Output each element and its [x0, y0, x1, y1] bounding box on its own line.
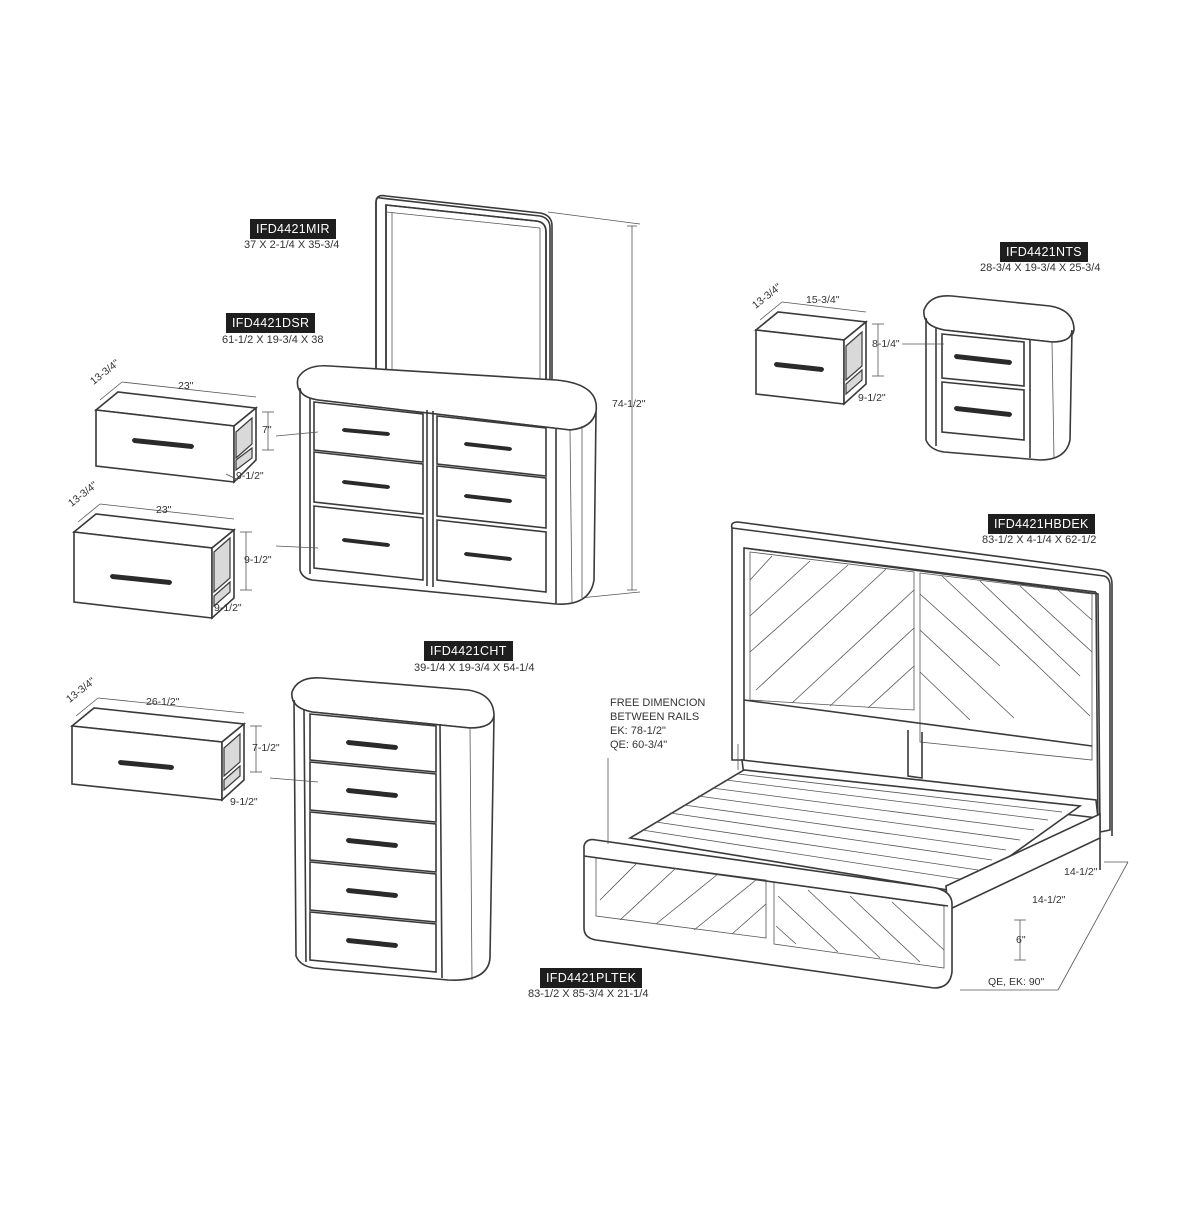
platform-size-label: 83-1/2 X 85-3/4 X 21-1/4 [528, 988, 649, 1000]
overall-height-label: 74-1/2" [612, 398, 646, 410]
dresser-small-drawer-height: 7" [262, 424, 272, 436]
dresser-large-drawer-height: 9-1/2" [244, 554, 272, 566]
bed-clearance: 6" [1016, 934, 1026, 946]
dresser-large-drawer-inner: 9-1/2" [214, 602, 242, 614]
chest-drawer-width: 26-1/2" [146, 696, 180, 708]
mirror-size-label: 37 X 2-1/4 X 35-3/4 [244, 239, 340, 251]
dresser-small-drawer-inner: 9-1/2" [236, 470, 264, 482]
chest-drawer-height: 7-1/2" [252, 742, 280, 754]
nightstand-code-label: IFD4421NTS [1000, 242, 1088, 262]
nightstand-drawer-width: 15-3/4" [806, 294, 840, 306]
dresser-code-label: IFD4421DSR [226, 313, 316, 333]
dresser-large-drawer-width: 23" [156, 504, 172, 516]
chest-drawer-drawing [70, 697, 262, 802]
bed-note-line: EK: 78-1/2" [610, 725, 666, 737]
bed-drawing [583, 521, 1129, 991]
dresser-small-drawer-width: 23" [178, 380, 194, 392]
mirror-code-label: IFD4421MIR [250, 219, 336, 239]
dresser-drawing [275, 364, 598, 605]
nightstand-drawer-drawing [754, 301, 884, 406]
nightstand-drawing [902, 294, 1075, 461]
bed-rail-note: FREE DIMENCION BETWEEN RAILS EK: 78-1/2"… [610, 696, 705, 752]
nightstand-size-label: 28-3/4 X 19-3/4 X 25-3/4 [980, 262, 1101, 274]
bed-rail-lower-height: 14-1/2" [1032, 894, 1066, 906]
bed-note-line: QE: 60-3/4" [610, 739, 668, 751]
headboard-size-label: 83-1/2 X 4-1/4 X 62-1/2 [982, 534, 1097, 546]
dresser-size-label: 61-1/2 X 19-3/4 X 38 [222, 334, 324, 346]
chest-drawer-inner: 9-1/2" [230, 796, 258, 808]
bed-note-line: FREE DIMENCION [610, 697, 706, 709]
dresser-small-drawer-drawing [94, 381, 274, 484]
chest-drawing [269, 676, 495, 981]
bed-note-line: BETWEEN RAILS [610, 711, 700, 723]
chest-code-label: IFD4421CHT [424, 641, 513, 661]
platform-code-label: IFD4421PLTEK [540, 968, 643, 988]
headboard-code-label: IFD4421HBDEK [988, 514, 1095, 534]
nightstand-drawer-height: 8-1/4" [872, 338, 900, 350]
dresser-large-drawer-drawing [72, 503, 252, 620]
bed-rail-length: QE, EK: 90" [988, 976, 1045, 988]
mirror-drawing [375, 194, 553, 388]
chest-size-label: 39-1/4 X 19-3/4 X 54-1/4 [414, 662, 535, 674]
bed-rail-upper-height: 14-1/2" [1064, 866, 1098, 878]
nightstand-drawer-inner: 9-1/2" [858, 392, 886, 404]
